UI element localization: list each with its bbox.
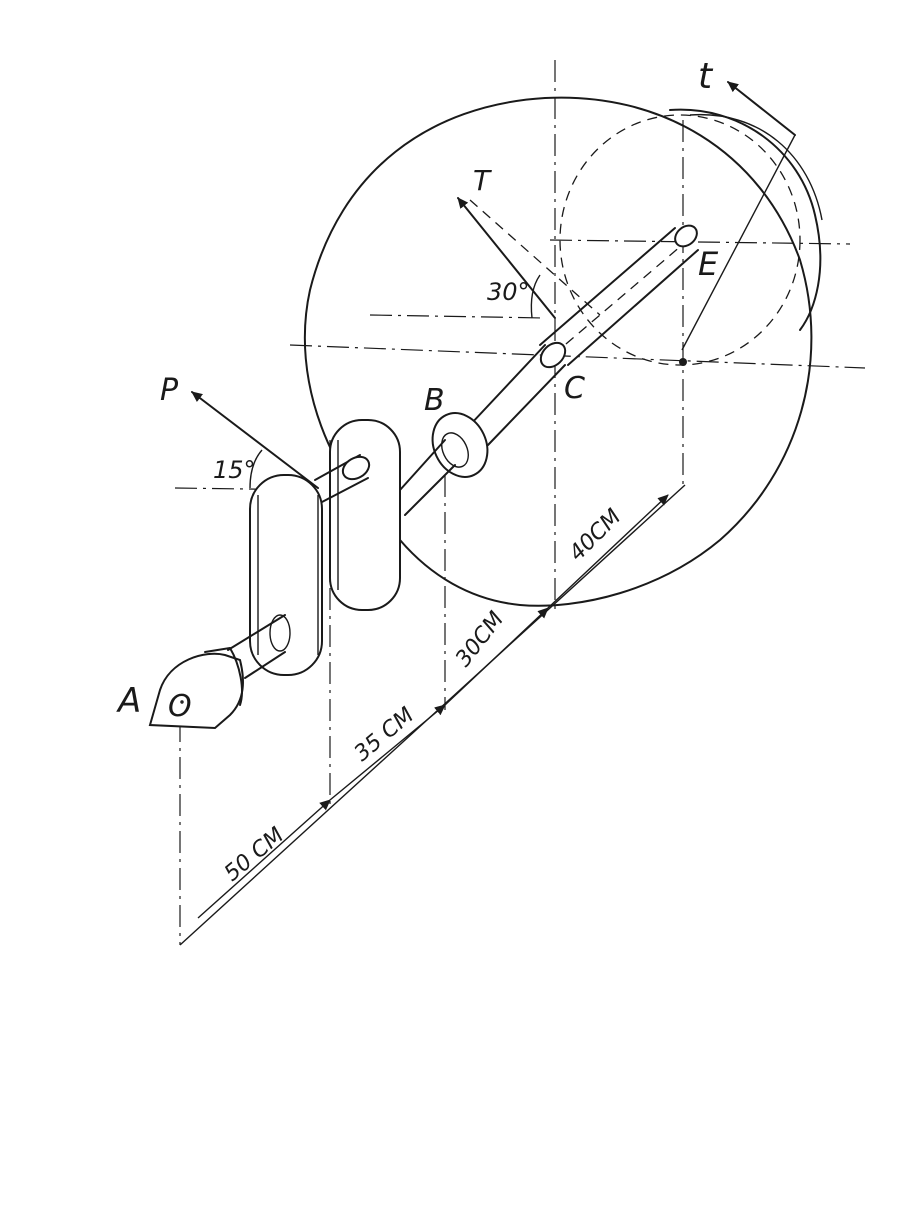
shaft-start [227, 614, 291, 679]
crank-web-right [329, 419, 401, 611]
force-p-arrow [191, 391, 319, 489]
dimension-line [179, 484, 686, 946]
crank-web-left [249, 474, 323, 676]
force-t-large-arrow [727, 81, 796, 136]
center-lines [174, 60, 866, 945]
forces [191, 81, 796, 489]
point-o-marker [180, 700, 184, 704]
force-t-small-arrow [457, 197, 556, 319]
label-force-t-large: t [698, 56, 714, 97]
label-force-t-small: T [473, 164, 492, 197]
label-b: B [424, 383, 445, 418]
bearing-a [148, 647, 244, 730]
dimension-30cm: 30CM [451, 607, 509, 672]
angle-t-arc [530, 274, 541, 319]
label-angle-t: 30° [487, 278, 530, 306]
angle-p-arc [249, 449, 263, 489]
label-c: C [564, 371, 585, 406]
crank [249, 419, 401, 676]
pulley-inner-circle [559, 114, 801, 366]
bearing-b-collar [431, 412, 489, 478]
label-force-p: P [160, 373, 179, 408]
label-angle-p: 15° [213, 456, 256, 484]
pulley-belt-edge [689, 113, 823, 221]
label-e: E [698, 245, 719, 283]
label-o: O [168, 689, 192, 724]
shaft-lower [399, 439, 456, 516]
label-a: A [116, 681, 141, 721]
pulley-front-rim [303, 96, 813, 607]
pulley [303, 96, 823, 607]
shaft-upper [539, 224, 699, 366]
shaft-middle [431, 341, 567, 478]
dimension-40cm: 40CM [565, 504, 627, 566]
